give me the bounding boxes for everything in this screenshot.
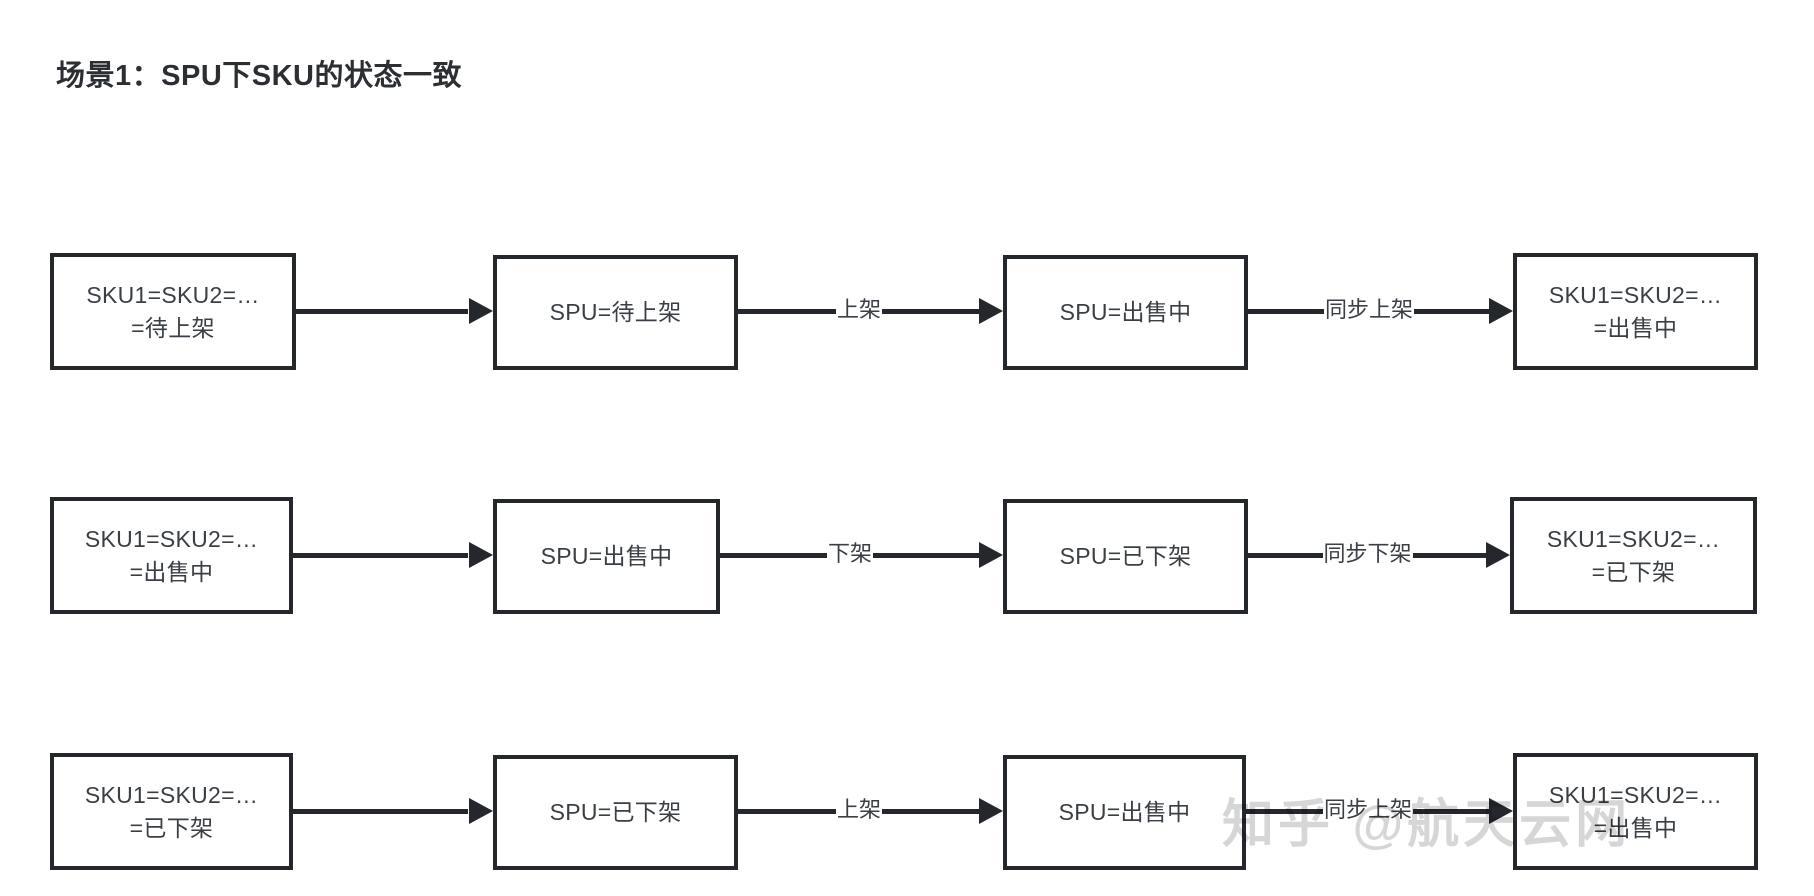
edge-label: 同步上架 xyxy=(1325,297,1414,322)
connector-arrow: 同步上架 xyxy=(1248,297,1514,324)
connector-arrow: 同步下架 xyxy=(1248,541,1511,568)
connector-arrow: 下架 xyxy=(720,541,1004,568)
node-label-line2: =已下架 xyxy=(129,814,214,841)
arrow-head-icon xyxy=(469,298,493,324)
connector-arrow: 同步上架 xyxy=(1246,797,1514,824)
connector-stem xyxy=(1246,808,1323,814)
flow-row-3: SKU1=SKU2=… =已下架 SPU=已下架 上架 SPU=出售中 同步上架… xyxy=(0,753,1814,873)
connector-arrow xyxy=(293,798,493,824)
node-label-line1: SPU=出售中 xyxy=(540,543,673,570)
connector-stem xyxy=(1248,308,1324,314)
connector-arrow: 上架 xyxy=(738,797,1004,824)
connector-stem xyxy=(293,552,468,558)
connector-stem xyxy=(1412,552,1488,558)
connector-stem xyxy=(1413,808,1491,814)
edge-label: 上架 xyxy=(837,297,882,322)
node-box[interactable]: SPU=已下架 xyxy=(1003,499,1248,614)
arrow-head-icon xyxy=(469,798,493,824)
arrow-head-icon xyxy=(469,542,493,568)
flow-row-1: SKU1=SKU2=… =待上架 SPU=待上架 上架 SPU=出售中 同步上架… xyxy=(0,253,1814,373)
edge-label: 上架 xyxy=(837,797,882,822)
connector-stem xyxy=(873,552,981,558)
node-label-line2: =出售中 xyxy=(1593,814,1678,841)
node-label-line1: SKU1=SKU2=… xyxy=(1548,781,1723,808)
connector-stem xyxy=(720,552,827,558)
node-box[interactable]: SKU1=SKU2=… =出售中 xyxy=(1513,753,1758,870)
node-label-line1: SKU1=SKU2=… xyxy=(84,781,259,808)
connector-stem xyxy=(1248,552,1323,558)
node-box[interactable]: SKU1=SKU2=… =待上架 xyxy=(50,253,296,370)
arrow-head-icon xyxy=(979,798,1004,824)
connector-arrow xyxy=(293,542,493,568)
edge-label: 下架 xyxy=(828,541,873,566)
connector-arrow: 上架 xyxy=(738,297,1004,324)
node-label-line1: SKU1=SKU2=… xyxy=(1546,525,1721,552)
connector-arrow xyxy=(296,298,493,324)
arrow-head-icon xyxy=(1489,298,1514,324)
node-box[interactable]: SKU1=SKU2=… =已下架 xyxy=(50,753,293,870)
node-label-line2: =出售中 xyxy=(1593,314,1678,341)
node-label-line1: SPU=已下架 xyxy=(1059,543,1192,570)
node-box[interactable]: SPU=已下架 xyxy=(493,755,738,870)
node-label-line1: SPU=出售中 xyxy=(1059,299,1192,326)
node-label-line1: SPU=已下架 xyxy=(549,799,682,826)
node-box[interactable]: SPU=待上架 xyxy=(493,255,738,370)
node-box[interactable]: SKU1=SKU2=… =已下架 xyxy=(1510,497,1757,614)
connector-stem xyxy=(882,308,981,314)
node-label-line1: SKU1=SKU2=… xyxy=(1548,281,1723,308)
edge-label: 同步上架 xyxy=(1324,797,1413,822)
node-box[interactable]: SKU1=SKU2=… =出售中 xyxy=(50,497,293,614)
connector-stem xyxy=(296,308,468,314)
node-label-line1: SPU=出售中 xyxy=(1058,799,1191,826)
node-label-line2: =已下架 xyxy=(1591,558,1676,585)
node-box[interactable]: SPU=出售中 xyxy=(493,499,720,614)
node-label-line1: SKU1=SKU2=… xyxy=(86,281,260,308)
node-label-line1: SPU=待上架 xyxy=(549,299,682,326)
node-box[interactable]: SPU=出售中 xyxy=(1003,255,1248,370)
node-label-line2: =待上架 xyxy=(131,314,215,341)
node-box[interactable]: SPU=出售中 xyxy=(1003,755,1246,870)
connector-stem xyxy=(1414,308,1491,314)
arrow-head-icon xyxy=(979,542,1004,568)
flow-row-2: SKU1=SKU2=… =出售中 SPU=出售中 下架 SPU=已下架 同步下架… xyxy=(0,497,1814,617)
node-label-line2: =出售中 xyxy=(129,558,214,585)
connector-stem xyxy=(882,808,981,814)
edge-label: 同步下架 xyxy=(1323,541,1412,566)
connector-stem xyxy=(293,808,468,814)
connector-stem xyxy=(738,308,836,314)
node-label-line1: SKU1=SKU2=… xyxy=(84,525,259,552)
arrow-head-icon xyxy=(1489,798,1514,824)
connector-stem xyxy=(738,808,836,814)
arrow-head-icon xyxy=(979,298,1004,324)
node-box[interactable]: SKU1=SKU2=… =出售中 xyxy=(1513,253,1758,370)
page-title: 场景1：SPU下SKU的状态一致 xyxy=(56,60,462,92)
arrow-head-icon xyxy=(1486,542,1511,568)
